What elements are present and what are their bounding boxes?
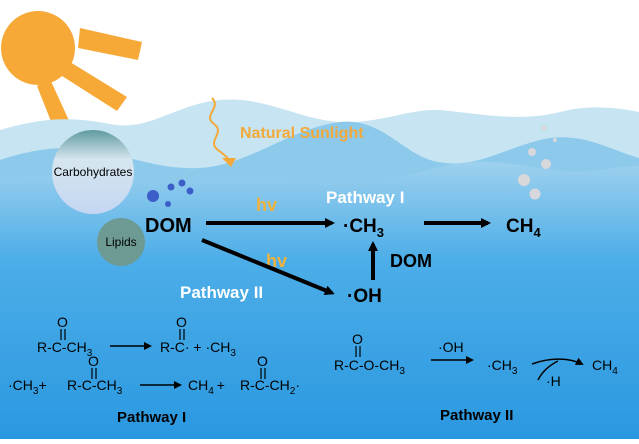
arrow-dom-to-oh bbox=[201, 238, 335, 295]
oh-radical-label: ·OH bbox=[347, 286, 382, 307]
r3-h-label: ·H bbox=[546, 373, 561, 389]
hv-top-label: hv bbox=[256, 195, 277, 215]
bubbles-blue bbox=[147, 179, 194, 207]
reaction-2: O ·CH3+ R-C-CH3 CH4+ O R-C-CH2· bbox=[8, 353, 300, 397]
sun-disc bbox=[1, 11, 75, 85]
sun-ray bbox=[78, 28, 142, 60]
r3-ch3: ·CH3 bbox=[487, 357, 518, 377]
r3-curved-arrow bbox=[531, 357, 584, 365]
pathway-II-caption: Pathway II bbox=[440, 407, 513, 424]
pathway-I-title: Pathway I bbox=[326, 188, 404, 207]
reaction-3: O R-C-O-CH3 ·OH ·CH3 ·H CH4 bbox=[334, 331, 618, 389]
r1-product: R-C· + ·CH3 bbox=[160, 339, 236, 359]
r2-reactant-b: R-C-CH3 bbox=[67, 377, 123, 397]
r2-product-b: R-C-CH2· bbox=[240, 377, 300, 397]
r2-product-a: CH4+ bbox=[188, 377, 225, 397]
r3-carbonyl-o: O bbox=[352, 331, 363, 347]
lipids-bubble bbox=[97, 218, 145, 266]
ch3-radical-label: ·CH3 bbox=[343, 216, 384, 240]
r2-reactant-a: ·CH3+ bbox=[8, 377, 47, 397]
pathway-I-caption: Pathway I bbox=[117, 409, 186, 426]
r3-h-arrow-tail bbox=[537, 360, 559, 381]
r3-oh-label: ·OH bbox=[438, 339, 464, 355]
r1-carbonyl-o: O bbox=[57, 314, 68, 330]
dom-source-label: DOM bbox=[145, 215, 192, 237]
r2-product-carbonyl-o: O bbox=[257, 353, 268, 369]
natural-sunlight-label: Natural Sunlight bbox=[240, 125, 364, 142]
pathway-II-title: Pathway II bbox=[180, 283, 263, 302]
r2-carbonyl-o: O bbox=[88, 353, 99, 369]
sunlight-arrowhead bbox=[222, 158, 236, 167]
sun-ray bbox=[62, 62, 127, 111]
ch4-label: CH4 bbox=[506, 216, 541, 240]
hv-bottom-label: hv bbox=[266, 251, 287, 271]
lipids-label: Lipids bbox=[105, 235, 136, 249]
r3-ch4: CH4 bbox=[592, 357, 618, 377]
carbohydrates-label: Carbohydrates bbox=[54, 165, 133, 179]
r3-reactant: R-C-O-CH3 bbox=[334, 357, 405, 377]
water-front bbox=[0, 161, 639, 439]
r1-product-carbonyl-o: O bbox=[176, 314, 187, 330]
sunlight-arrow bbox=[209, 97, 231, 163]
reaction-1: O R-C-CH3 O R-C· + ·CH3 bbox=[37, 314, 236, 359]
bubbles-right bbox=[518, 125, 557, 200]
dom-arrow-label: DOM bbox=[390, 251, 432, 271]
r1-reactant: R-C-CH3 bbox=[37, 339, 93, 359]
carbohydrates-bubble bbox=[52, 130, 134, 214]
